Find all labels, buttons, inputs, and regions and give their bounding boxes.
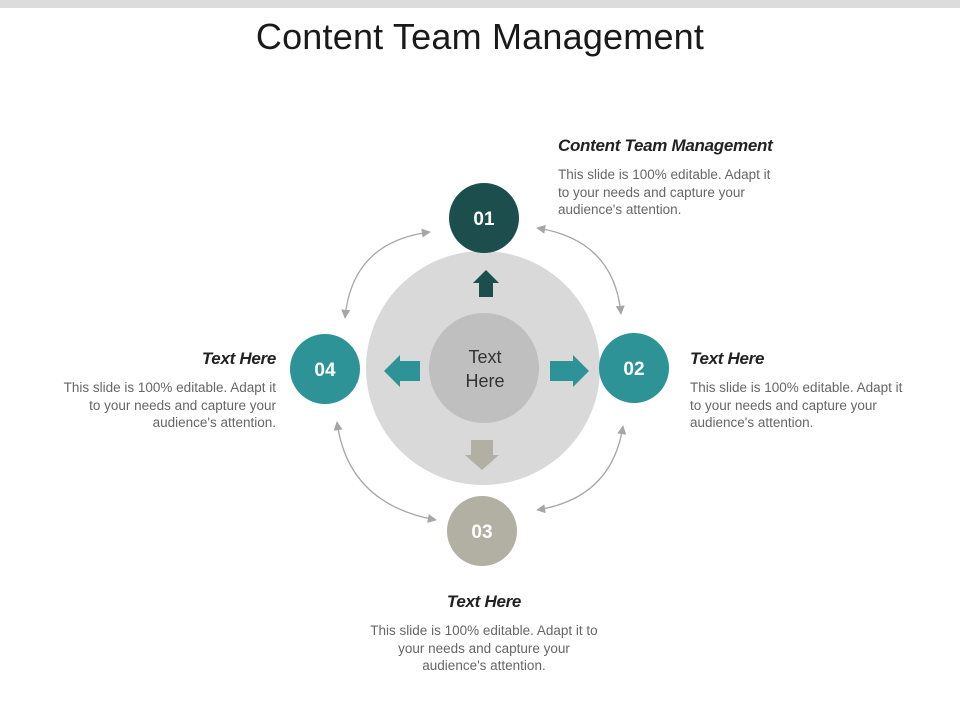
node-03	[447, 496, 517, 566]
connector-02-03	[536, 425, 627, 514]
arrow-down-icon	[465, 440, 499, 470]
slide-title: Content Team Management	[255, 16, 705, 57]
center-label-line2: Here	[465, 371, 504, 391]
text-block-body: This slide is 100% editable. Adapt it to…	[558, 167, 771, 217]
text-block-right: Text Here This slide is 100% editable. A…	[690, 349, 930, 432]
top-bar	[0, 0, 960, 8]
inner-circle	[429, 313, 539, 423]
node-04-label: 04	[314, 360, 336, 381]
text-block-heading: Text Here	[690, 349, 765, 368]
text-block-body: This slide is 100% editable. Adapt it to…	[63, 380, 276, 430]
node-03-label: 03	[471, 522, 492, 543]
arrow-up-icon	[473, 270, 499, 297]
text-block-body: This slide is 100% editable. Adapt it to…	[370, 623, 598, 673]
node-01	[449, 183, 519, 253]
node-01-label: 01	[473, 209, 495, 230]
text-block-left: Text Here This slide is 100% editable. A…	[36, 349, 277, 432]
node-02-label: 02	[623, 359, 644, 380]
text-block-bottom: Text Here This slide is 100% editable. A…	[364, 592, 604, 675]
text-block-top-right: Content Team Management This slide is 10…	[558, 136, 798, 219]
node-02	[599, 333, 669, 403]
connector-04-03	[333, 421, 437, 524]
connector-01-02	[536, 224, 625, 315]
center-label-line1: Text	[468, 347, 501, 367]
node-04	[290, 334, 360, 404]
text-block-heading: Content Team Management	[558, 136, 773, 155]
text-block-heading: Text Here	[201, 349, 276, 368]
text-block-heading: Text Here	[446, 592, 522, 611]
connector-01-04	[341, 228, 431, 319]
text-block-body: This slide is 100% editable. Adapt it to…	[690, 380, 903, 430]
arrow-left-icon	[384, 355, 420, 387]
arrow-right-icon	[550, 355, 589, 387]
